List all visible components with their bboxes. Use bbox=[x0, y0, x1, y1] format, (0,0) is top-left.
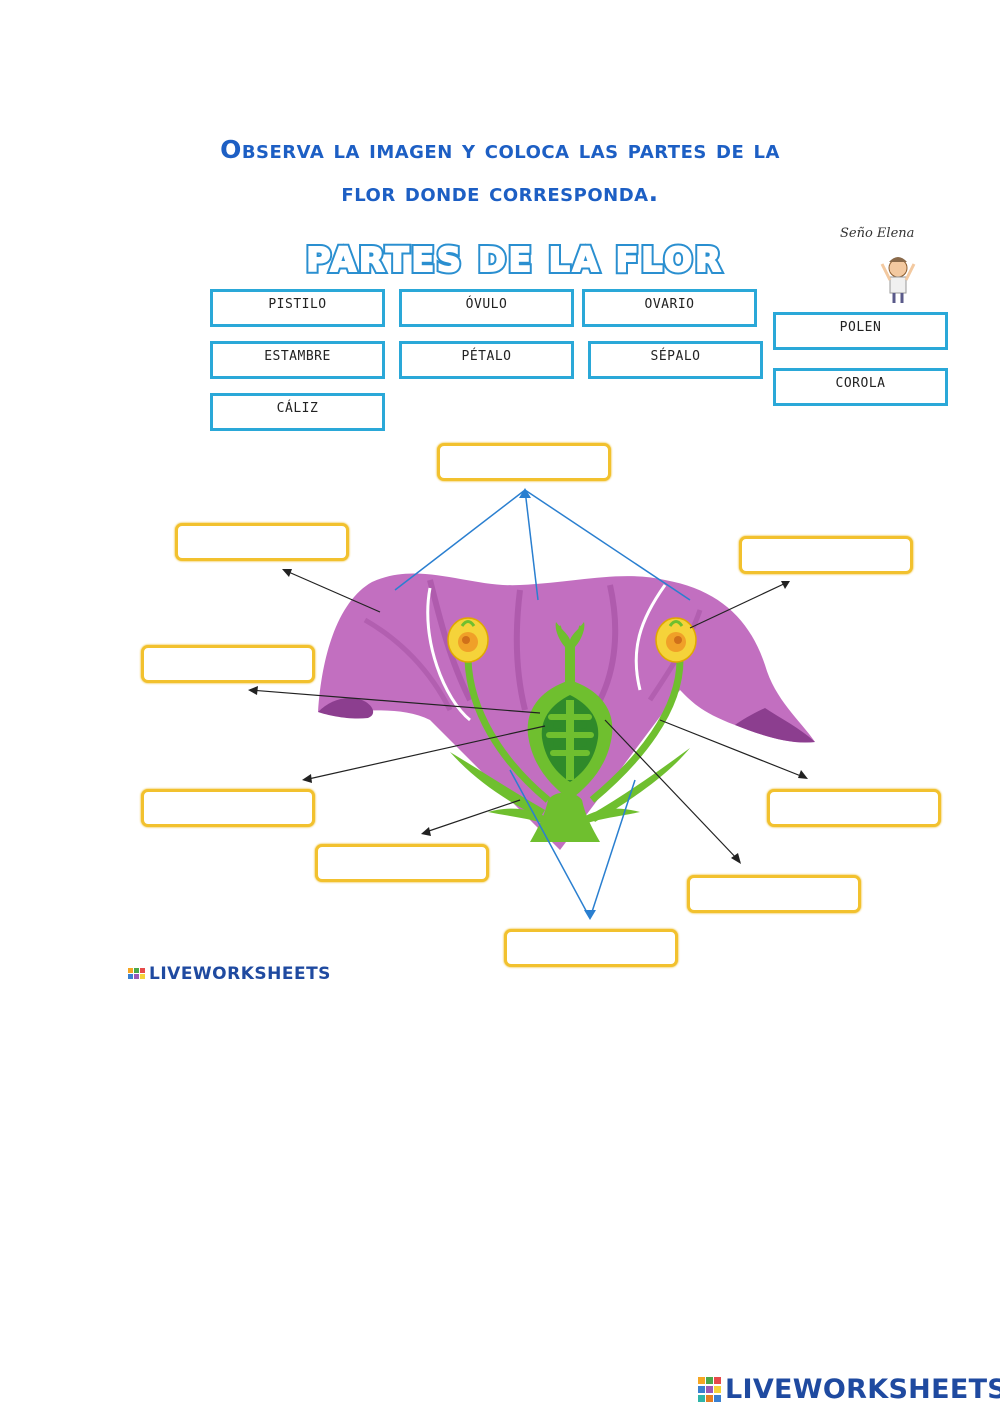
word-petalo[interactable]: PÉTALO bbox=[399, 341, 574, 379]
answer-box-lower-right[interactable] bbox=[767, 789, 941, 827]
teacher-signature: Seño Elena bbox=[840, 226, 915, 241]
petal-fold-left bbox=[318, 698, 374, 719]
stigma bbox=[558, 625, 582, 642]
answer-box-upper-right[interactable] bbox=[739, 536, 913, 574]
word-corola[interactable]: COROLA bbox=[773, 368, 948, 406]
anther-right bbox=[655, 617, 697, 663]
worksheet-title: PARTES DE LA FLOR bbox=[306, 240, 723, 279]
instruction-heading: Observa la imagen y coloca las partes de… bbox=[100, 128, 900, 214]
liveworksheets-logo-icon bbox=[698, 1376, 721, 1402]
liveworksheets-text-big: LIVEWORKSHEETS bbox=[725, 1374, 1000, 1405]
ovary bbox=[527, 680, 613, 800]
sepal-left bbox=[450, 752, 545, 818]
ovule bbox=[553, 721, 561, 729]
filament-right bbox=[589, 659, 684, 803]
receptacle bbox=[530, 792, 600, 842]
answer-box-bottom-right[interactable] bbox=[687, 875, 861, 913]
anther-left bbox=[447, 617, 489, 663]
liveworksheets-watermark-small: LIVEWORKSHEETS bbox=[128, 964, 331, 984]
teacher-avatar bbox=[880, 257, 916, 303]
flower-illustration bbox=[318, 573, 815, 850]
answer-box-bottom[interactable] bbox=[504, 929, 678, 967]
word-polen[interactable]: POLEN bbox=[773, 312, 948, 350]
filament-left bbox=[464, 659, 551, 803]
word-pistilo[interactable]: PISTILO bbox=[210, 289, 385, 327]
answer-box-upper-left[interactable] bbox=[175, 523, 349, 561]
petal-fold-right bbox=[735, 708, 815, 743]
pollen-left bbox=[462, 636, 470, 644]
worksheet-title-outline: PARTES DE LA FLOR bbox=[306, 240, 723, 279]
sepal-right bbox=[590, 748, 690, 822]
petal-shape bbox=[318, 573, 815, 850]
answer-box-top[interactable] bbox=[437, 443, 611, 481]
instruction-line-1: Observa la imagen y coloca las partes de… bbox=[220, 135, 780, 164]
word-caliz[interactable]: CÁLIZ bbox=[210, 393, 385, 431]
word-ovario[interactable]: OVARIO bbox=[582, 289, 757, 327]
answer-box-lower-left[interactable] bbox=[141, 789, 315, 827]
liveworksheets-watermark-big[interactable]: LIVEWORKSHEETS bbox=[698, 1374, 1000, 1405]
answer-box-mid-left[interactable] bbox=[141, 645, 315, 683]
word-estambre[interactable]: ESTAMBRE bbox=[210, 341, 385, 379]
word-ovulo[interactable]: ÓVULO bbox=[399, 289, 574, 327]
style bbox=[565, 645, 575, 685]
pollen-right bbox=[674, 636, 682, 644]
petal-highlight bbox=[426, 587, 471, 722]
instruction-line-2: flor donde corresponda. bbox=[341, 178, 659, 207]
answer-box-bottom-left[interactable] bbox=[315, 844, 489, 882]
word-sepalo[interactable]: SÉPALO bbox=[588, 341, 763, 379]
liveworksheets-logo-icon bbox=[128, 968, 145, 979]
liveworksheets-text-small: LIVEWORKSHEETS bbox=[149, 964, 331, 984]
